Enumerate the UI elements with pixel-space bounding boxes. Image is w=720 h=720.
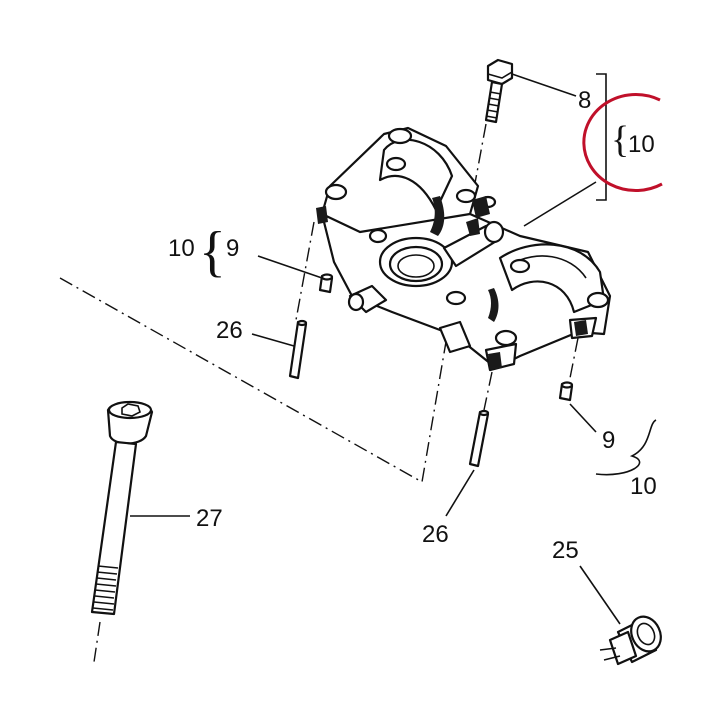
dowel-9-left bbox=[318, 273, 334, 294]
callout-27: 27 bbox=[196, 505, 223, 532]
bolt-27-thread bbox=[92, 565, 119, 611]
braces: { { bbox=[199, 73, 657, 476]
bolt-27-shank bbox=[90, 440, 138, 616]
bolt-8 bbox=[484, 58, 514, 124]
callout-9-left: 9 bbox=[226, 235, 239, 262]
callout-26-left: 26 bbox=[216, 317, 243, 344]
leader-lines bbox=[130, 73, 621, 625]
centerline-dowel-right bbox=[569, 337, 579, 379]
callout-25: 25 bbox=[552, 537, 579, 564]
centerline-pin-bottom bbox=[483, 371, 493, 411]
camshaft-carrier bbox=[316, 126, 612, 372]
leader-26-left bbox=[251, 333, 295, 347]
bolt-27 bbox=[90, 400, 154, 616]
brace-top: { bbox=[611, 119, 629, 161]
brace-right bbox=[595, 419, 657, 476]
callout-labels: 8 10 10 9 26 9 10 27 26 25 bbox=[168, 87, 657, 564]
brace-left: { bbox=[199, 221, 226, 283]
centerline-pin-left bbox=[295, 221, 315, 321]
pin-26-left bbox=[288, 319, 308, 380]
bushing-25 bbox=[599, 615, 662, 666]
callout-9-right: 9 bbox=[602, 427, 615, 454]
callout-8: 8 bbox=[578, 87, 591, 114]
bore-rear-2 bbox=[324, 183, 348, 201]
callout-26-bottom: 26 bbox=[422, 521, 449, 548]
leader-9-right bbox=[569, 403, 597, 433]
center-lines bbox=[59, 123, 579, 663]
centerline-bolt-27-lower bbox=[93, 621, 101, 663]
callout-10-right: 10 bbox=[630, 473, 657, 500]
bore-rear-1 bbox=[387, 127, 413, 145]
leader-26-bottom bbox=[445, 469, 475, 517]
centerline-bolt-27 bbox=[59, 277, 449, 484]
dowel-9-right bbox=[558, 381, 574, 402]
leader-25 bbox=[579, 565, 621, 625]
bolt-8-head bbox=[486, 58, 514, 86]
bracket-8-10 bbox=[596, 73, 607, 201]
callout-10-left: 10 bbox=[168, 235, 195, 262]
pin-26-bottom bbox=[468, 409, 490, 468]
central-port-inner bbox=[388, 245, 444, 283]
hex-socket-icon bbox=[121, 403, 141, 417]
callout-10-top: 10 bbox=[628, 131, 655, 158]
highlight-ring bbox=[582, 93, 663, 192]
leader-8 bbox=[511, 73, 577, 97]
bore-front-lower bbox=[494, 329, 518, 347]
leader-9-left bbox=[257, 255, 323, 279]
bolt-8-shank bbox=[484, 80, 504, 124]
leader-10-top bbox=[523, 181, 597, 227]
